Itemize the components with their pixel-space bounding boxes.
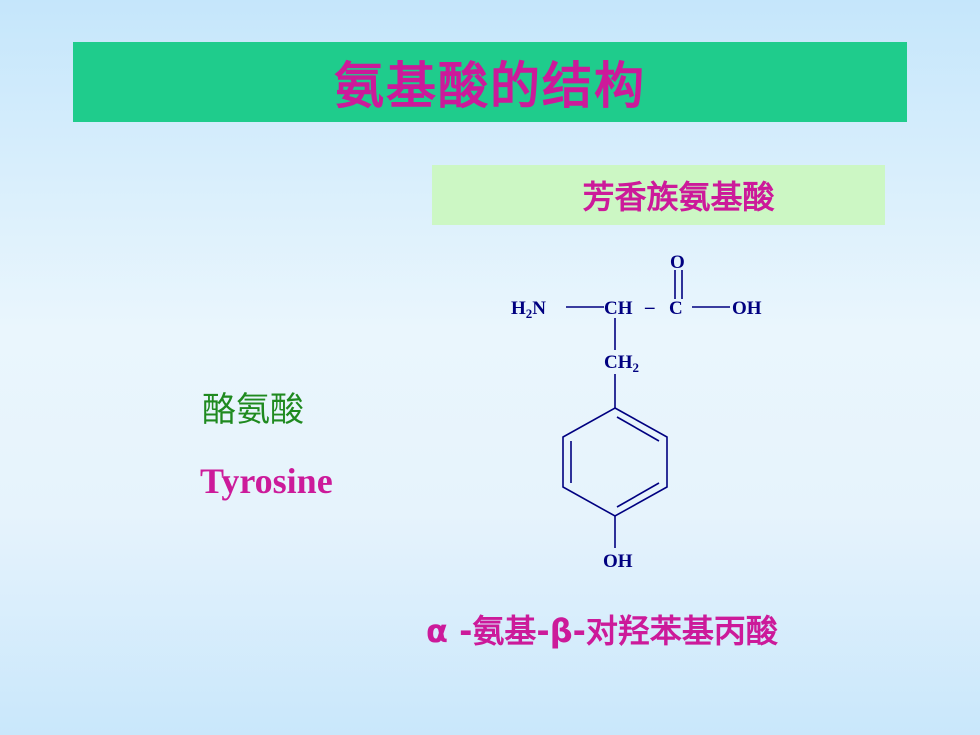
amine-h: H	[511, 298, 526, 319]
ch2-c: CH	[604, 352, 633, 373]
title-bar: 氨基酸的结构	[73, 42, 907, 122]
benzene-ring	[562, 407, 668, 517]
carboxyl-c-label: C	[669, 298, 683, 319]
subtitle-bar: 芳香族氨基酸	[432, 165, 885, 225]
iupac-name: α -氨基-β-对羟苯基丙酸	[426, 612, 778, 650]
ring-double-1	[616, 416, 660, 442]
ring-double-2	[616, 482, 660, 508]
alpha-ch-label: CH	[604, 298, 633, 319]
carboxyl-oh-label: OH	[732, 298, 762, 319]
slide-title: 氨基酸的结构	[334, 57, 646, 115]
carbonyl-o-label: O	[670, 252, 685, 273]
amine-group-label: H2N	[511, 298, 546, 321]
para-oh-label: OH	[603, 551, 633, 572]
amino-acid-name-en: Tyrosine	[200, 461, 333, 501]
amine-subscript: 2	[526, 306, 533, 321]
slide-subtitle: 芳香族氨基酸	[582, 178, 775, 216]
ch2-subscript: 2	[633, 360, 640, 375]
ch2-group-label: CH2	[604, 352, 639, 375]
amino-acid-name-cn: 酪氨酸	[202, 390, 304, 430]
amine-n: N	[532, 298, 546, 319]
bond-dash: –	[644, 297, 655, 318]
